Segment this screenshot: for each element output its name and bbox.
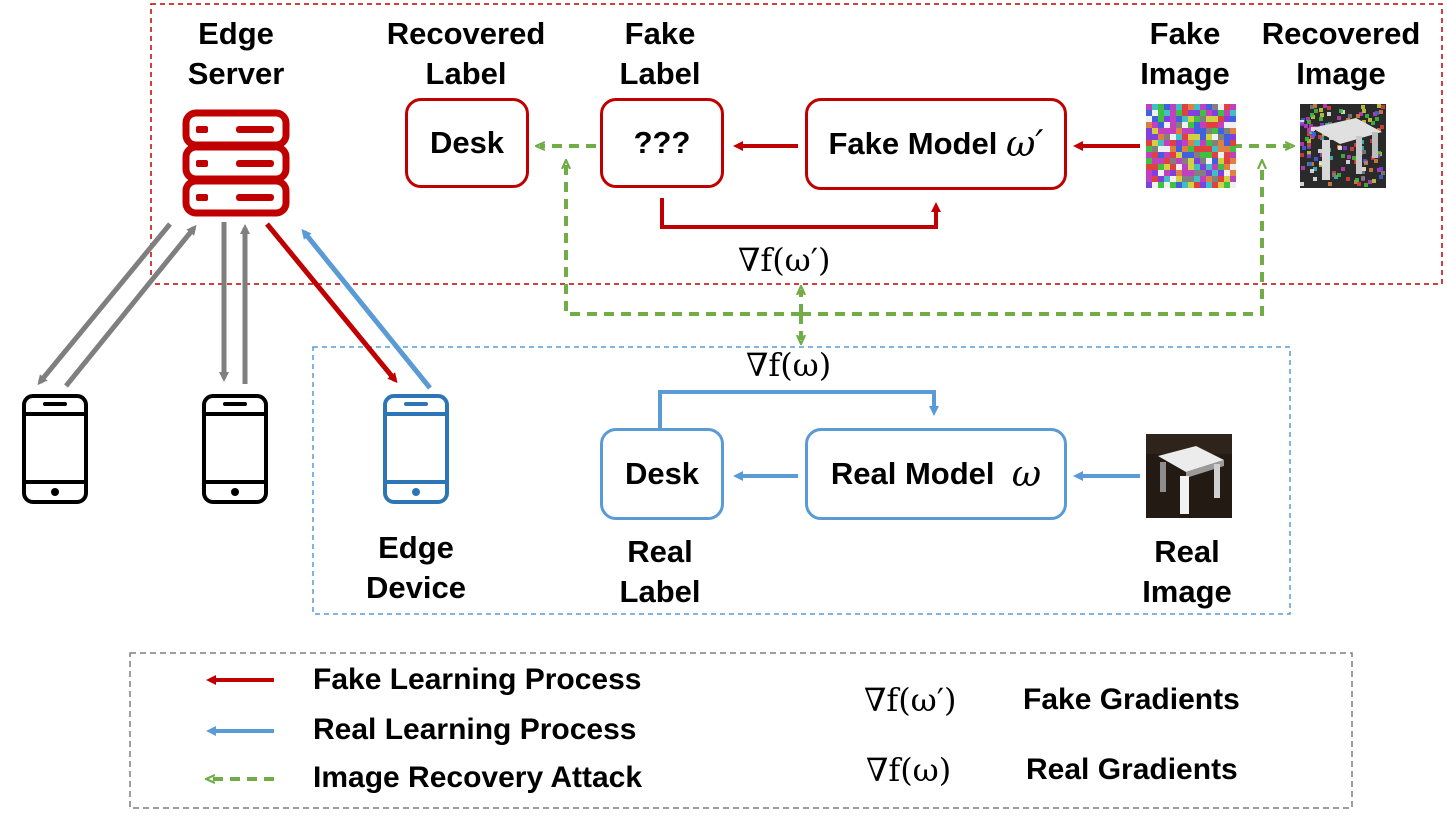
recovered-label-box: Desk <box>405 98 529 188</box>
fake-label-box: ??? <box>600 98 724 188</box>
phone-icon-2 <box>202 394 268 504</box>
legend-fake-grad-symbol: ∇f(ω′) <box>864 681 957 719</box>
phone-icon-1 <box>22 394 88 504</box>
fake-model-box: Fake Model ω′ <box>805 98 1067 190</box>
recovered-image <box>1300 104 1386 188</box>
real-label-box: Desk <box>600 428 724 520</box>
fake-image <box>1146 104 1236 188</box>
legend-fake-grad-label: Fake Gradients <box>1023 683 1240 716</box>
fake-model-symbol: ω′ <box>1005 123 1044 165</box>
real-image <box>1146 434 1232 518</box>
real-model-symbol: ω <box>1011 453 1042 495</box>
fake-model-label: Fake Model <box>828 126 998 161</box>
legend-attack: Image Recovery Attack <box>313 761 643 794</box>
legend-real-grad-label: Real Gradients <box>1026 753 1238 786</box>
fake-region-border <box>150 3 1443 285</box>
real-model-label: Real Model <box>830 456 995 491</box>
real-region-border <box>312 346 1291 615</box>
legend-real-grad-symbol: ∇f(ω) <box>866 751 952 789</box>
fake-gradient-label: ∇f(ω′) <box>738 241 831 279</box>
real-model-box: Real Model ω <box>805 428 1067 520</box>
legend-border <box>129 652 1353 809</box>
real-gradient-label: ∇f(ω) <box>746 346 832 384</box>
edge-device-phone-icon <box>383 394 449 504</box>
edge-server-icon <box>182 109 290 217</box>
legend-real-process: Real Learning Process <box>313 713 637 746</box>
legend-fake-process: Fake Learning Process <box>313 663 642 696</box>
